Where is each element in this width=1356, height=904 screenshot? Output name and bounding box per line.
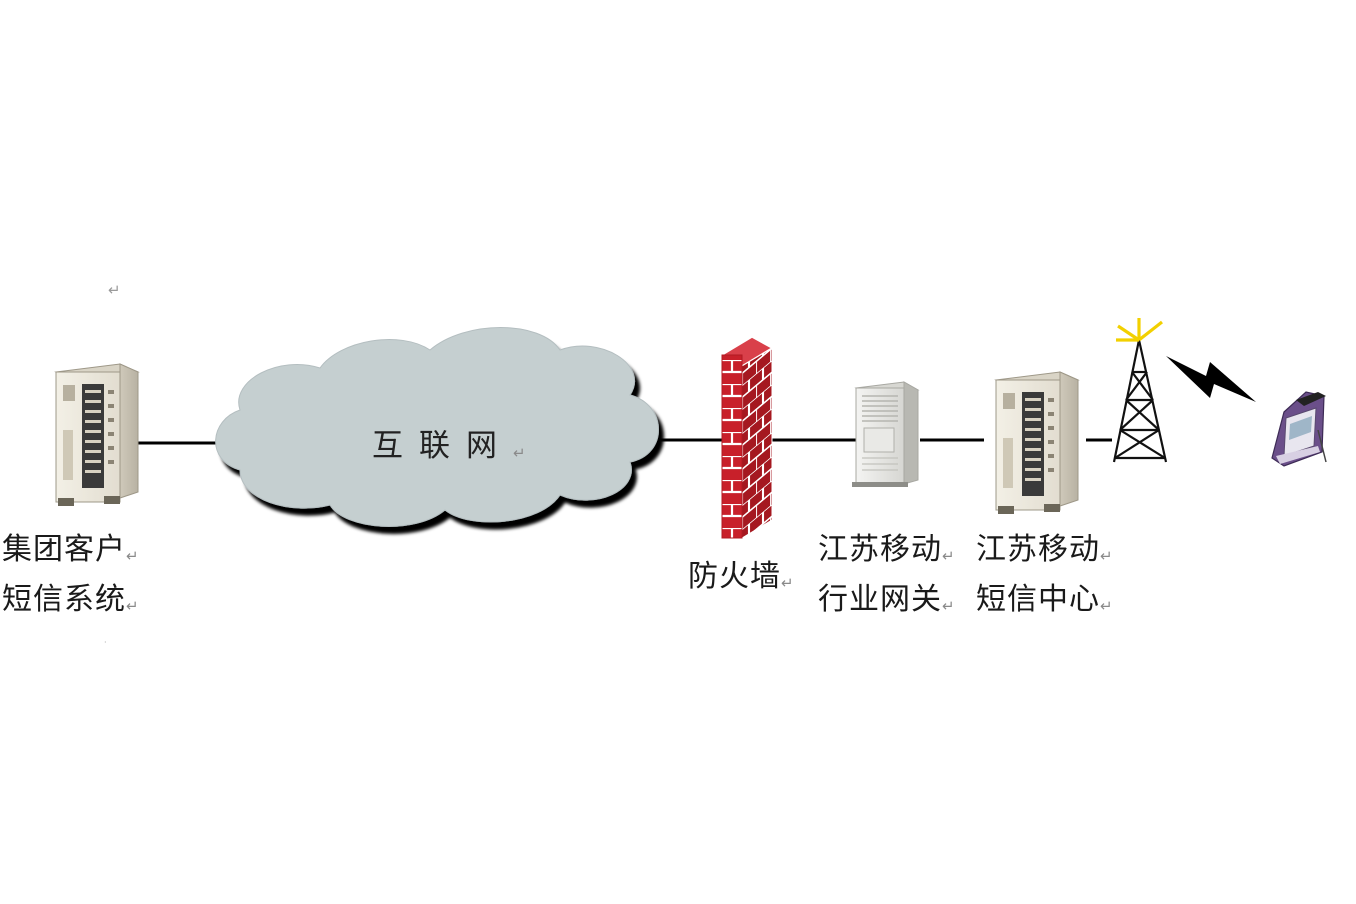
client-system-label: 集团客户↵ 短信系统↵: [2, 532, 139, 617]
paragraph-mark: ↵: [108, 281, 121, 299]
paragraph-mark-dot: ·: [104, 638, 107, 647]
firewall-brick-icon: [720, 336, 774, 539]
firewall-label: 防火墙↵: [688, 559, 794, 594]
sms-center-server-icon: [994, 371, 1080, 514]
antenna-tower-icon: [1112, 318, 1168, 463]
internet-cloud-icon: [215, 327, 659, 527]
paragraph-mark: ↵: [781, 574, 794, 592]
connection-lines: [138, 438, 1112, 445]
handheld-device-icon: [1271, 391, 1327, 467]
paragraph-mark: ↵: [513, 444, 526, 462]
sms-center-label: 江苏移动↵ 短信中心↵: [976, 532, 1113, 617]
paragraph-mark: ↵: [126, 597, 139, 615]
gateway-server-icon: [852, 381, 920, 487]
gateway-label: 江苏移动↵ 行业网关↵: [818, 532, 955, 617]
lightning-bolt-icon: [1166, 356, 1256, 402]
paragraph-mark: ↵: [126, 547, 139, 565]
paragraph-mark: ↵: [1100, 547, 1113, 565]
client-server-icon: [54, 363, 140, 506]
paragraph-mark: ↵: [942, 597, 955, 615]
paragraph-mark: ↵: [942, 547, 955, 565]
internet-label: 互联网↵: [372, 428, 526, 464]
paragraph-mark: ↵: [1100, 597, 1113, 615]
